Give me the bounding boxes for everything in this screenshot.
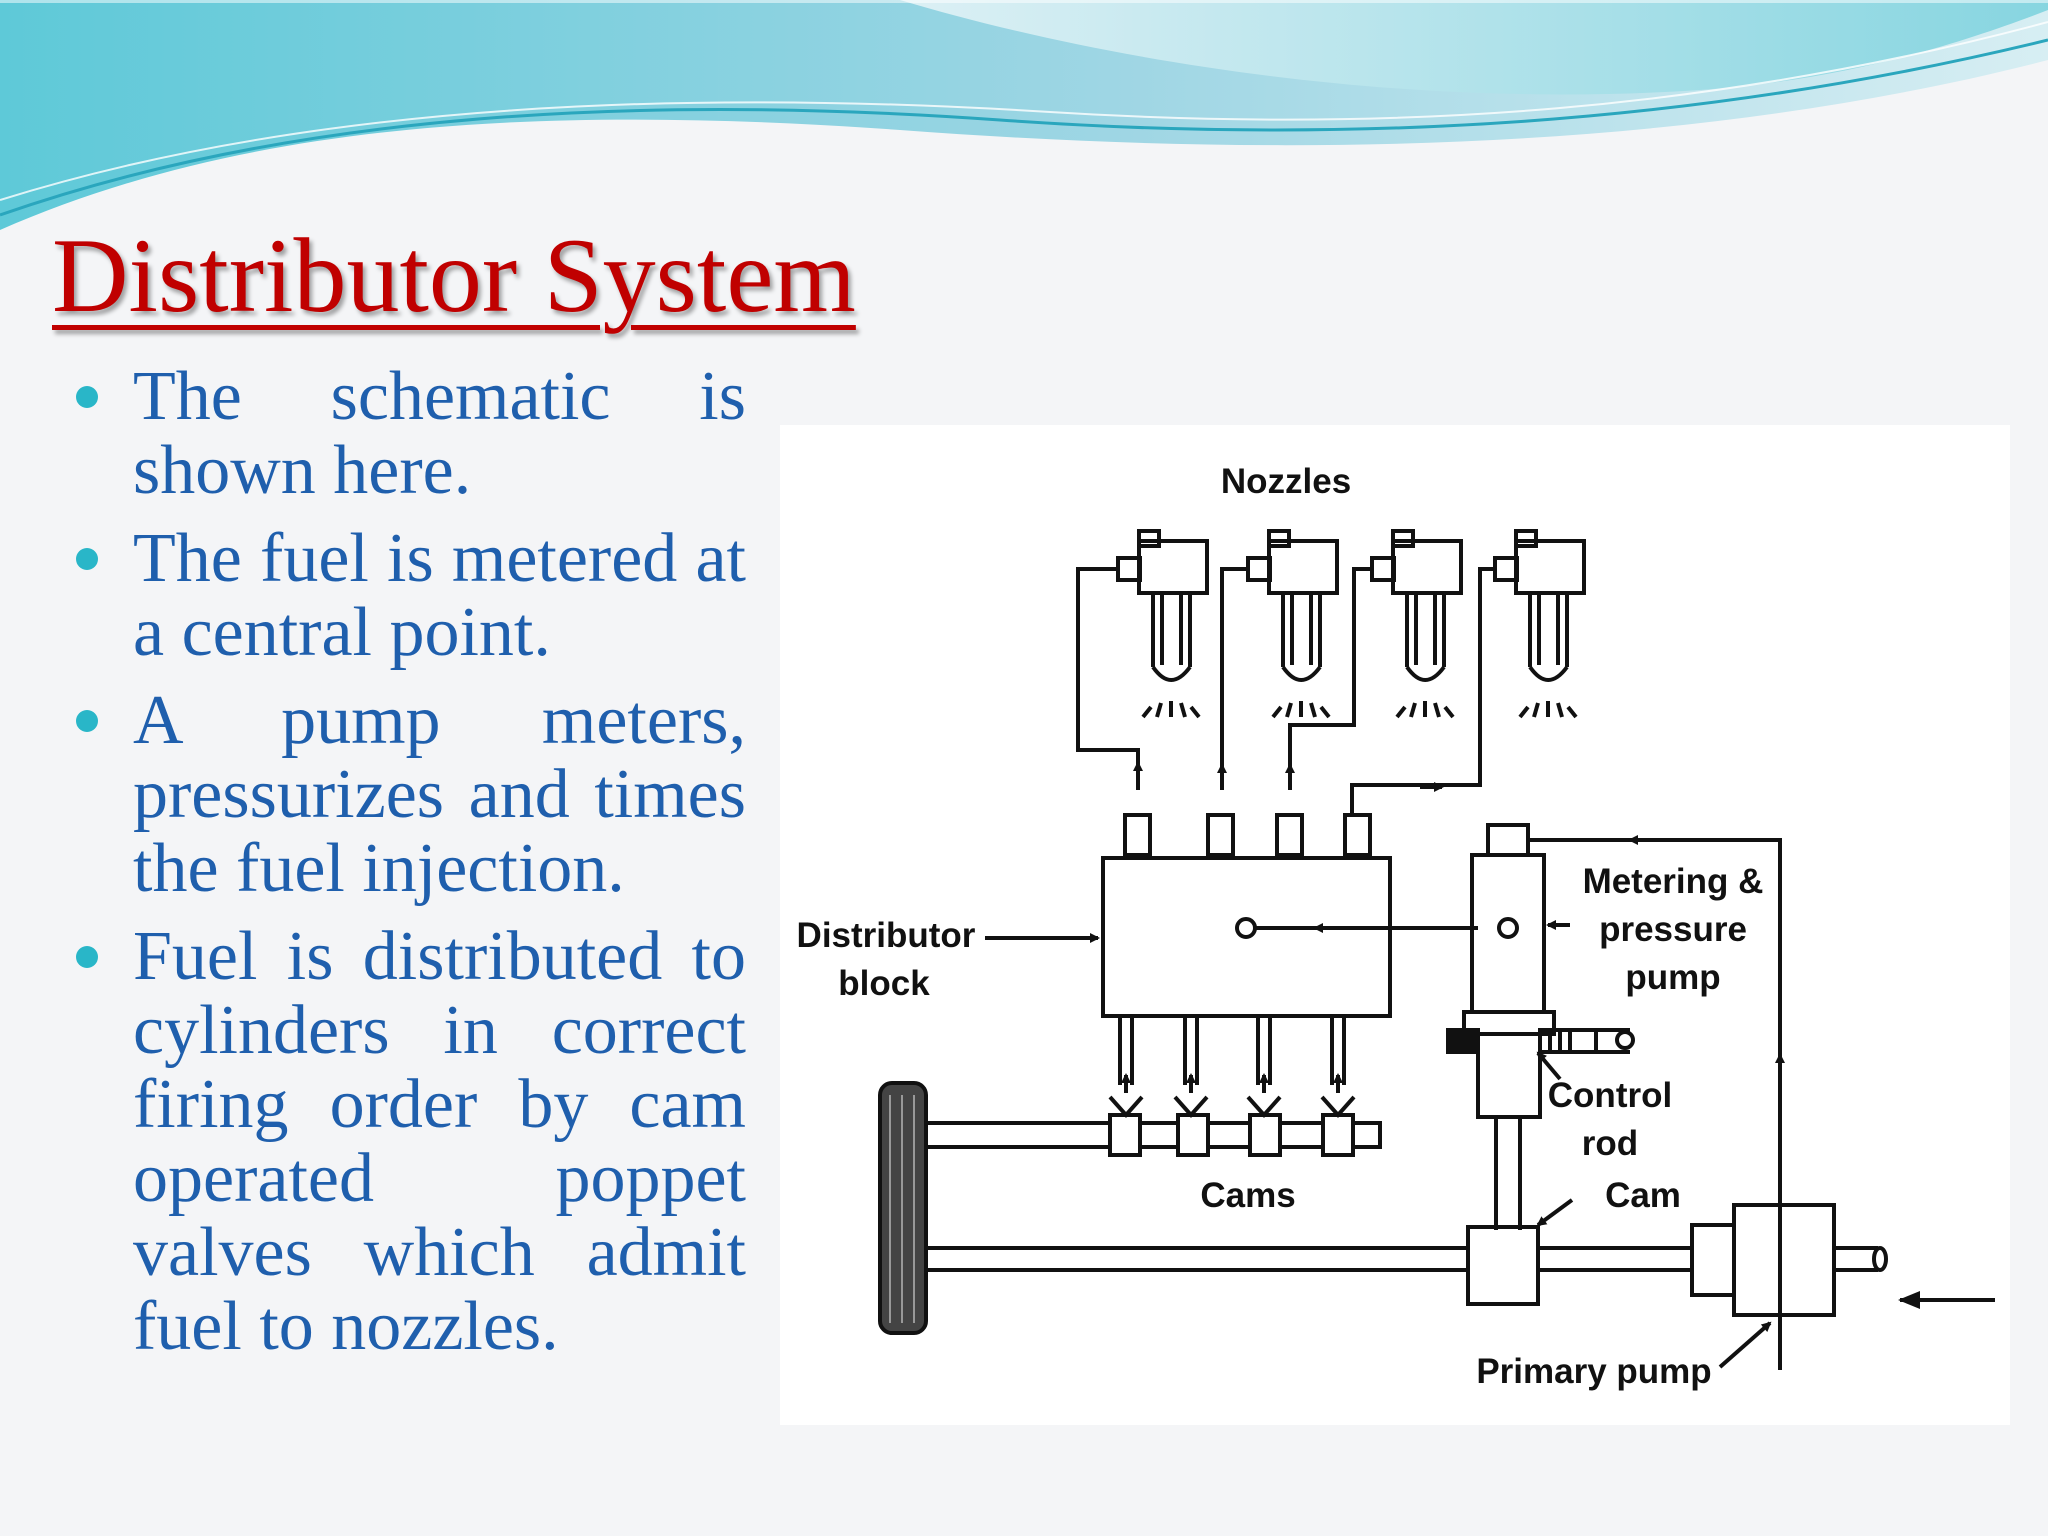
nozzle-4	[1493, 529, 1586, 719]
slide-title: Distributor System	[52, 217, 856, 334]
label-control-line2: rod	[1582, 1124, 1638, 1163]
label-primary-pump: Primary pump	[1476, 1352, 1711, 1391]
cam	[1248, 1113, 1282, 1157]
bullet-text: Fuel is distributed to cylinders in corr…	[133, 918, 746, 1365]
label-metering-line2: pressure	[1599, 910, 1747, 949]
bullet-dot	[76, 548, 98, 570]
label-metering-line1: Metering &	[1583, 862, 1764, 901]
bullet-text: The fuel is metered at a central point.	[133, 520, 746, 671]
cam	[1321, 1113, 1355, 1157]
label-cam: Cam	[1605, 1176, 1681, 1215]
metering-pump	[1470, 853, 1546, 1014]
bullet-dot	[76, 946, 98, 968]
distributor-schematic: Nozzles Distributor block Metering & pre…	[780, 425, 2010, 1425]
nozzle-3	[1370, 529, 1463, 719]
header-wave	[0, 0, 2048, 230]
label-distributor-line1: Distributor	[797, 916, 976, 955]
cam	[1108, 1113, 1142, 1157]
bullet-list: The schematic is shown here. The fuel is…	[76, 360, 746, 1378]
label-nozzles: Nozzles	[1221, 462, 1351, 501]
bullet-dot	[76, 710, 98, 732]
label-control-line1: Control	[1548, 1076, 1672, 1115]
distributor-block	[1101, 856, 1392, 1018]
cam	[1176, 1113, 1210, 1157]
list-item: The schematic is shown here.	[76, 360, 746, 508]
primary-pump	[1732, 1203, 1836, 1317]
bullet-text: The schematic is shown here.	[133, 358, 746, 509]
label-cams: Cams	[1200, 1176, 1295, 1215]
nozzle-2	[1246, 529, 1339, 719]
bullet-text: A pump meters, pressurizes and times the…	[133, 682, 746, 907]
bullet-dot	[76, 386, 98, 408]
list-item: The fuel is metered at a central point.	[76, 522, 746, 670]
list-item: Fuel is distributed to cylinders in corr…	[76, 920, 746, 1364]
cam	[1466, 1225, 1540, 1306]
list-item: A pump meters, pressurizes and times the…	[76, 684, 746, 906]
label-distributor-line2: block	[838, 964, 930, 1003]
label-metering-line3: pump	[1625, 958, 1720, 997]
nozzle-1	[1116, 529, 1209, 719]
